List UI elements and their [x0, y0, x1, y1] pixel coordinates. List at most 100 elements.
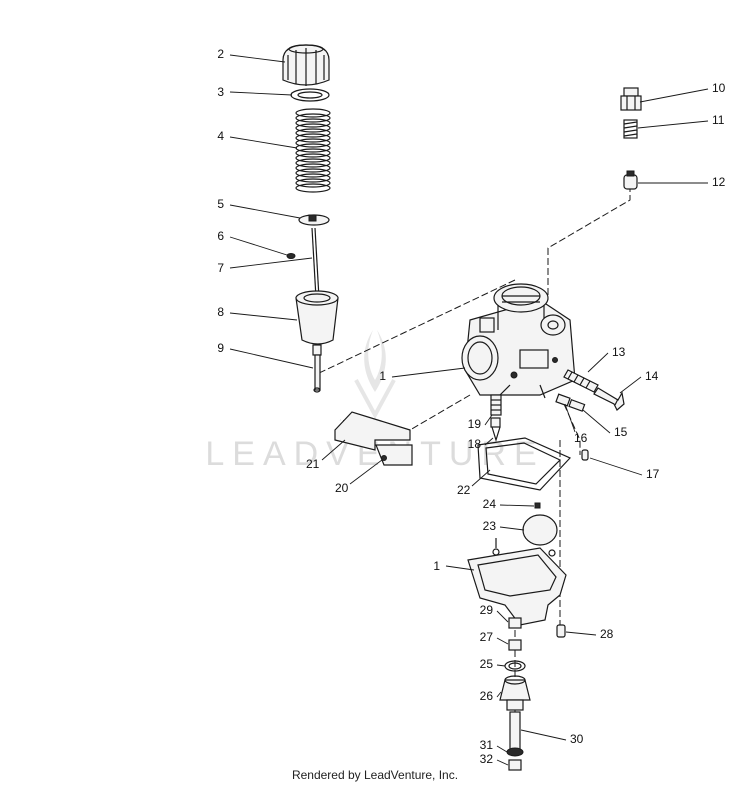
part-31-washer	[506, 747, 524, 757]
part-1-carburetor-body	[461, 283, 576, 399]
callout-leader	[445, 565, 475, 571]
callout-leader	[349, 459, 383, 485]
callout-number: 7	[217, 261, 224, 275]
callout-leader	[471, 469, 491, 487]
callout-number: 2	[217, 47, 224, 61]
callout-number: 26	[480, 689, 494, 703]
callout-leader	[229, 348, 314, 369]
callout-number: 28	[600, 627, 614, 641]
callout-leader	[496, 637, 509, 645]
chevron-logo-icon	[354, 379, 396, 420]
callout-number: 1	[433, 559, 440, 573]
callout-leader	[520, 729, 567, 741]
part-28-screw	[556, 624, 566, 638]
part-22-float-bowl-gasket	[477, 437, 572, 491]
part-1-float-bowl	[467, 538, 567, 626]
callout-leader	[499, 504, 535, 507]
part-15-jet	[568, 399, 586, 412]
callout-number: 17	[646, 467, 660, 481]
callout-number: 13	[612, 345, 626, 359]
callout-number: 14	[645, 369, 659, 383]
callout-number: 1	[379, 369, 386, 383]
part-13-spring	[563, 369, 599, 393]
callout-leader	[496, 664, 506, 667]
part-6-clip	[286, 253, 296, 259]
spring-coil	[295, 118, 331, 128]
spring-coil	[295, 163, 331, 173]
spring-coil	[295, 138, 331, 148]
part-24-pin	[534, 502, 541, 509]
part-3-washer	[290, 88, 330, 102]
part-29-nut	[508, 617, 522, 629]
callout-leader	[639, 88, 709, 103]
callout-number: 29	[480, 603, 494, 617]
callout-number: 24	[483, 497, 497, 511]
callout-number: 30	[570, 732, 584, 746]
part-18-float-needle	[490, 417, 501, 443]
callout-number: 15	[614, 425, 628, 439]
callout-leader	[564, 403, 576, 433]
callout-number: 21	[306, 457, 320, 471]
callout-number: 19	[468, 417, 482, 431]
callout-number: 32	[480, 752, 494, 766]
part-27-washer	[508, 639, 522, 651]
callout-leader	[391, 367, 466, 378]
callout-leader	[229, 312, 298, 321]
callout-leader	[637, 120, 709, 129]
spring-coil	[295, 178, 331, 188]
callout-leader	[496, 759, 509, 766]
callout-number: 25	[480, 657, 494, 671]
spring-coil	[295, 108, 331, 118]
part-4-spring	[295, 108, 331, 193]
part-7-needle	[311, 227, 320, 299]
callout-leader	[321, 439, 346, 461]
callout-number: 10	[712, 81, 726, 95]
callout-number: 31	[480, 738, 494, 752]
part-5-retainer	[298, 214, 330, 226]
part-17-screw	[581, 449, 589, 461]
callout-leader	[587, 352, 609, 373]
callout-number: 27	[480, 630, 494, 644]
callout-leader	[589, 457, 643, 476]
spring-coil	[295, 183, 331, 193]
part-9-needle-jet	[312, 344, 322, 393]
callout-leader	[229, 54, 286, 63]
spring-coil	[295, 153, 331, 163]
part-2-cap	[282, 44, 330, 86]
callout-number: 16	[574, 431, 588, 445]
callout-leader	[229, 257, 313, 269]
callout-number: 6	[217, 229, 224, 243]
part-11-spring	[623, 119, 638, 139]
part-21-gasket	[334, 411, 411, 451]
spring-coil	[295, 123, 331, 133]
spring-coil	[295, 168, 331, 178]
callout-leader	[229, 136, 298, 149]
callout-leader	[565, 631, 597, 636]
callout-leader	[582, 409, 611, 434]
spring-coil	[295, 143, 331, 153]
callout-number: 20	[335, 481, 349, 495]
callout-number: 3	[217, 85, 224, 99]
flame-logo-icon	[364, 330, 386, 392]
callout-number: 8	[217, 305, 224, 319]
callout-leader	[484, 437, 494, 446]
spring-coil	[295, 133, 331, 143]
callout-leader	[229, 204, 301, 219]
spring-coil	[295, 113, 331, 123]
part-16-jet-holder	[555, 393, 571, 407]
part-10-adjuster	[620, 87, 642, 111]
part-30-tube	[509, 711, 521, 751]
callout-leader	[229, 91, 293, 96]
callout-number: 5	[217, 197, 224, 211]
callout-leader	[496, 691, 502, 698]
part-12-plunger	[623, 170, 638, 190]
callout-leader	[229, 236, 288, 256]
callout-leader	[496, 610, 509, 623]
spring-coil	[295, 128, 331, 138]
part-19-jet-holder	[490, 394, 502, 416]
callout-number: 11	[712, 113, 725, 127]
part-14-screw	[593, 387, 625, 411]
spring-coil	[295, 173, 331, 183]
